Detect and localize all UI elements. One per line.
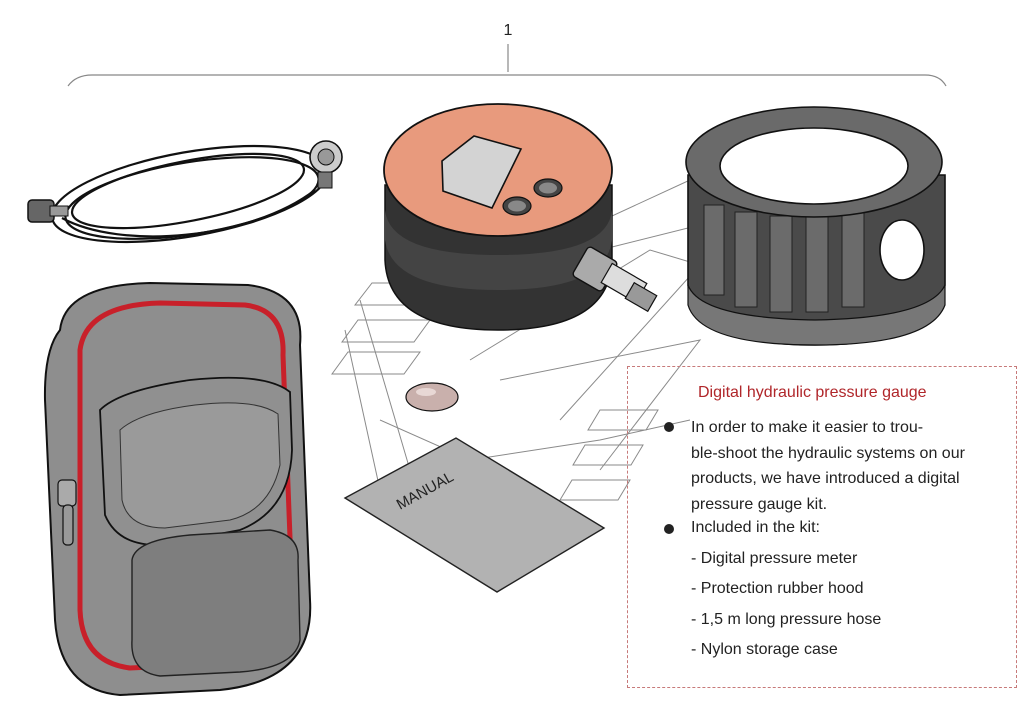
kit-item: - 1,5 m long pressure hose [691, 611, 882, 628]
kit-heading: Included in the kit: [691, 519, 820, 536]
intro-line: products, we have introduced a digital [691, 470, 960, 487]
info-title: Digital hydraulic pressure gauge [698, 384, 927, 401]
bullet-intro [664, 422, 674, 432]
lens-cap [405, 382, 459, 412]
meter-port-fitting [572, 246, 658, 313]
intro-line: In order to make it easier to trou- [691, 419, 924, 436]
digital-pressure-meter [383, 103, 658, 331]
manual: MANUAL [343, 437, 606, 593]
intro-line: ble-shoot the hydraulic systems on our [691, 444, 965, 462]
info-box: Digital hydraulic pressure gauge In orde… [627, 366, 1017, 688]
hose-fitting-right [309, 140, 343, 189]
kit-item: - Protection rubber hood [691, 580, 864, 597]
hose-fitting-left [27, 199, 69, 223]
kit-item: - Nylon storage case [691, 641, 838, 658]
kit-item: - Digital pressure meter [691, 550, 858, 567]
pressure-hose [27, 140, 343, 244]
case-zipper-pull [57, 479, 77, 546]
intro-line: pressure gauge kit. [691, 495, 828, 513]
exploded-outline-lines [331, 159, 761, 501]
bullet-kit [664, 524, 674, 534]
callout-bracket [67, 44, 947, 87]
intro-paragraph: In order to make it easier to trou- ble-… [691, 415, 1011, 517]
protection-rubber-hood [685, 106, 946, 346]
callout-number: 1 [503, 22, 513, 39]
nylon-storage-case [43, 281, 312, 697]
